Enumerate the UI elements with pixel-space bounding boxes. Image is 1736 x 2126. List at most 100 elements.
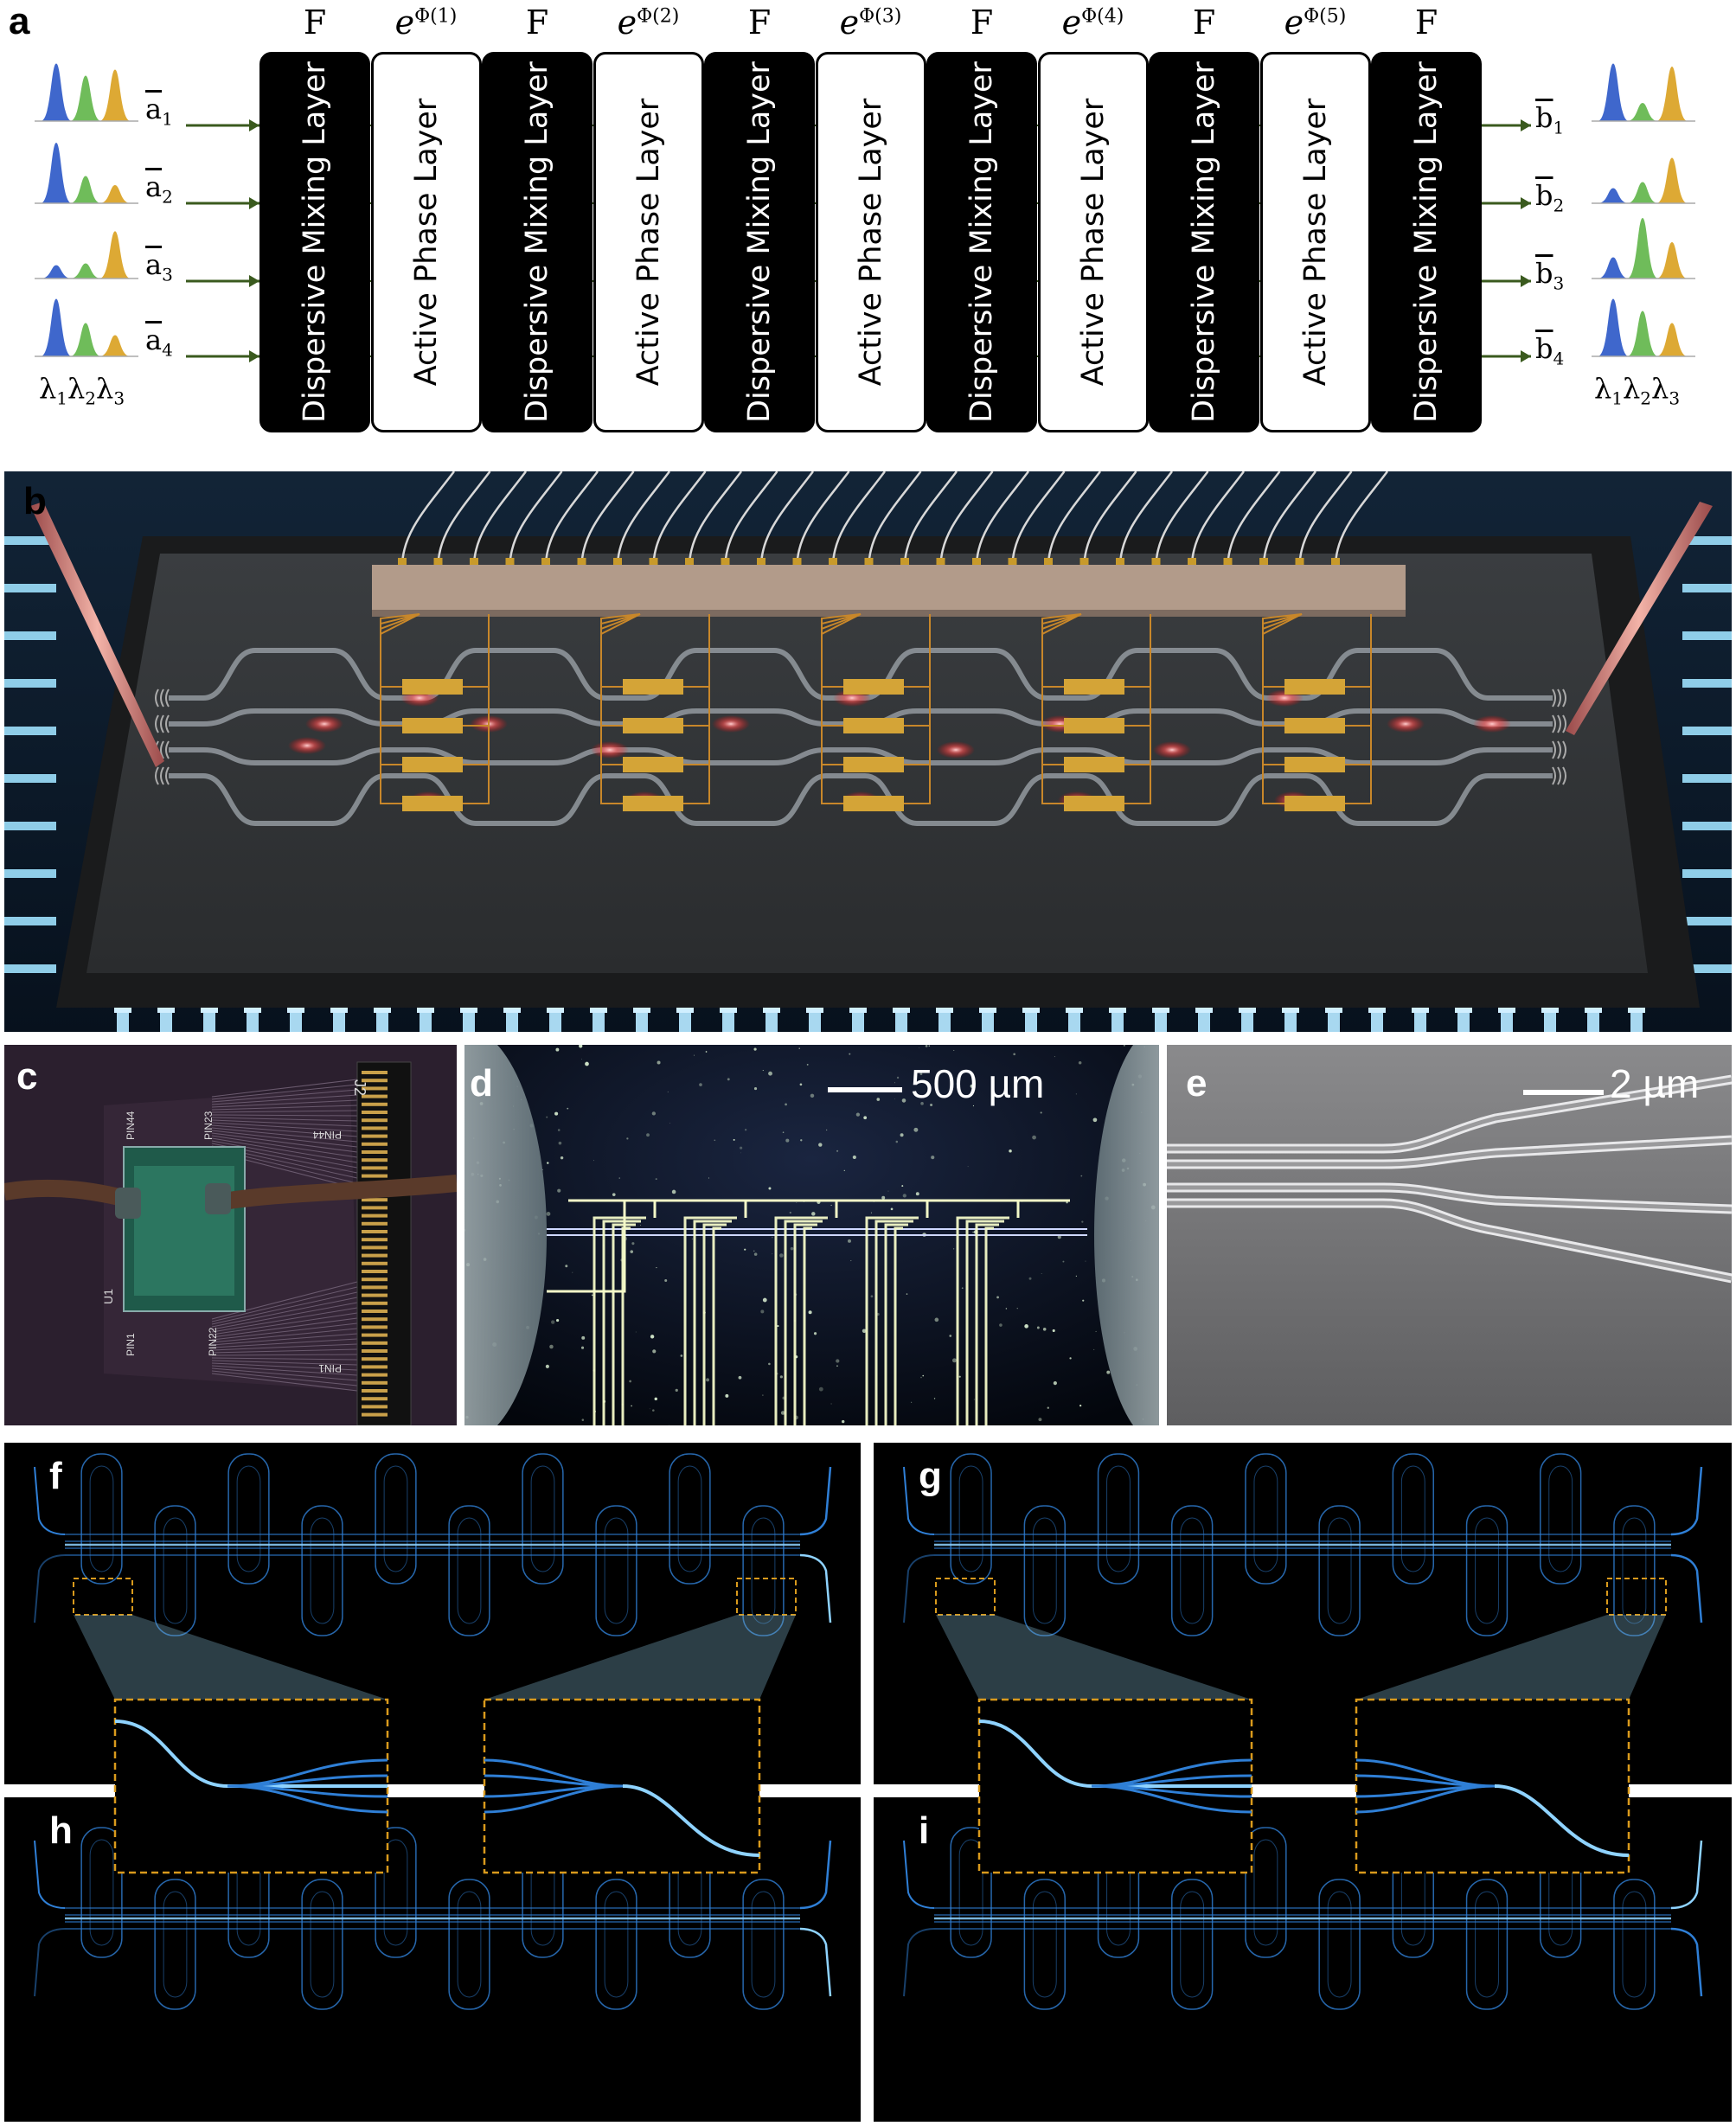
- spectra: [35, 63, 1695, 357]
- label-pin1-a: PIN1: [125, 1333, 137, 1356]
- panel-c-label: c: [16, 1055, 38, 1098]
- dispersive-mixing-layer: Dispersive Mixing Layer: [1371, 52, 1482, 432]
- vector-label: b4: [1535, 332, 1565, 369]
- panel-i-simulation: [903, 1827, 1703, 2010]
- spectrum-peak: [1656, 67, 1688, 121]
- spectrum-peak: [1627, 182, 1658, 203]
- pcb-photo-illustration: J2 PIN44 PIN23 PIN44 U1 PIN1 PIN22 PIN1: [4, 1045, 457, 1425]
- panel-h-label: h: [49, 1809, 73, 1852]
- dispersive-mixing-layer: Dispersive Mixing Layer: [259, 52, 370, 432]
- layer-operator-label: eΦ(1): [394, 3, 458, 42]
- panel-f-label: f: [49, 1455, 62, 1497]
- active-phase-layer: Active Phase Layer: [1259, 52, 1371, 432]
- sem-waveguides: [1167, 1074, 1732, 1284]
- active-phase-layer: Active Phase Layer: [593, 52, 704, 432]
- dispersive-mixing-layer: Dispersive Mixing Layer: [1149, 52, 1259, 432]
- spectrum-peak: [99, 231, 131, 279]
- panel-g-simulation: [903, 1453, 1703, 1636]
- spectrum-peak: [1598, 298, 1629, 356]
- active-phase-layer: Active Phase Layer: [815, 52, 926, 432]
- dispersive-mixing-layer: Dispersive Mixing Layer: [704, 52, 815, 432]
- spectrum-peak: [70, 75, 101, 121]
- active-phase-layer: Active Phase Layer: [1037, 52, 1149, 432]
- layer-operator-label: eΦ(5): [1284, 3, 1347, 42]
- spectrum-peak: [1656, 323, 1688, 356]
- vector-label: a2: [145, 170, 173, 208]
- spectrum-peak: [1656, 157, 1688, 203]
- spectrum-peak: [1627, 218, 1658, 279]
- layer-operator-label: eΦ(2): [617, 3, 680, 42]
- spectrum-peak: [41, 63, 72, 121]
- panel-b-chip-render: b: [4, 471, 1732, 1032]
- panel-a-label: a: [9, 0, 30, 42]
- label-j2: J2: [351, 1079, 368, 1096]
- spectrum-peak: [1627, 103, 1658, 121]
- bond-wires: [398, 471, 1388, 570]
- active-phase-layer: Active Phase Layer: [370, 52, 482, 432]
- vector-label: a3: [145, 248, 173, 285]
- spectrum-peak: [70, 263, 101, 279]
- label-u1: U1: [101, 1289, 115, 1304]
- spectrum-peak: [99, 185, 131, 203]
- spectrum-peak: [99, 69, 131, 121]
- electrode-traces: [547, 1199, 1087, 1425]
- vector-label: b3: [1535, 257, 1565, 294]
- label-pin44-a: PIN44: [125, 1111, 137, 1140]
- label-pin23: PIN23: [202, 1111, 215, 1140]
- spectrum-peak: [1598, 257, 1629, 279]
- input-lambda-labels: λ1λ2λ3: [39, 372, 125, 409]
- pcb-pads-right: [1682, 536, 1732, 973]
- spectrum-peak: [41, 143, 72, 203]
- spectrum-peak: [1598, 188, 1629, 203]
- panel-e-sem: e 2 µm: [1167, 1045, 1732, 1425]
- panel-a: a Dispersive Mixing Layer F Active Phase L…: [0, 0, 1736, 458]
- spectrum-peak: [41, 298, 72, 356]
- panel-d-label: d: [470, 1062, 493, 1105]
- spectrum-peak: [99, 335, 131, 356]
- panel-h-simulation: [34, 1827, 832, 2010]
- spectrum-peak: [41, 265, 72, 279]
- spectrum-peak: [70, 176, 101, 203]
- layer-operator-label: F: [525, 3, 549, 42]
- panel-i-label: i: [919, 1809, 930, 1852]
- pcb-pads-left: [4, 536, 56, 973]
- panel-i: i: [874, 1797, 1732, 2122]
- microscope-illustration: [464, 1045, 1159, 1425]
- label-pin1-b: PIN1: [318, 1362, 342, 1374]
- phase-heaters: [380, 613, 1372, 811]
- panel-f-simulation: [34, 1453, 832, 1636]
- layer-operator-label: F: [970, 3, 994, 42]
- spectrum-peak: [1598, 63, 1629, 121]
- vector-label: b1: [1535, 101, 1565, 138]
- dispersive-mixing-layer: Dispersive Mixing Layer: [482, 52, 593, 432]
- label-pin22: PIN22: [207, 1327, 219, 1356]
- layer-operator-label: F: [1414, 3, 1438, 42]
- panel-d-microscope: d 500 µm: [464, 1045, 1159, 1425]
- panel-f: f: [4, 1443, 861, 1784]
- layer-operator-label: eΦ(4): [1061, 3, 1124, 42]
- panel-h: h: [4, 1797, 861, 2122]
- layer-operator-label: F: [1192, 3, 1216, 42]
- spectrum-peak: [70, 323, 101, 356]
- spectrum-peak: [1627, 311, 1658, 356]
- layer-operator-label: F: [303, 3, 327, 42]
- panel-e-scale-bar-label: 2 µm: [1610, 1061, 1700, 1106]
- spectrum-peak: [1656, 242, 1688, 279]
- vector-label: a4: [145, 323, 173, 361]
- panel-d-scale-bar-label: 500 µm: [911, 1061, 1045, 1106]
- chip-render-illustration: [4, 471, 1732, 1032]
- dispersive-mixing-layer: Dispersive Mixing Layer: [926, 52, 1037, 432]
- output-lambda-labels: λ1λ2λ3: [1594, 372, 1681, 409]
- layer-operator-label: F: [747, 3, 772, 42]
- sem-illustration: [1167, 1045, 1732, 1425]
- panel-g-label: g: [919, 1455, 942, 1497]
- label-pin44-b: PIN44: [312, 1129, 342, 1141]
- panel-e-label: e: [1186, 1062, 1208, 1105]
- layer-operator-label: eΦ(3): [839, 3, 902, 42]
- panel-b-label: b: [23, 480, 47, 522]
- panel-g: g: [874, 1443, 1732, 1784]
- vector-label: a1: [145, 93, 173, 130]
- panel-c-pcb-photo: J2 PIN44 PIN23 PIN44 U1 PIN1 PIN22 PIN1 …: [4, 1045, 457, 1425]
- pcb-traces: [211, 1079, 358, 1392]
- vector-label: b2: [1535, 179, 1565, 216]
